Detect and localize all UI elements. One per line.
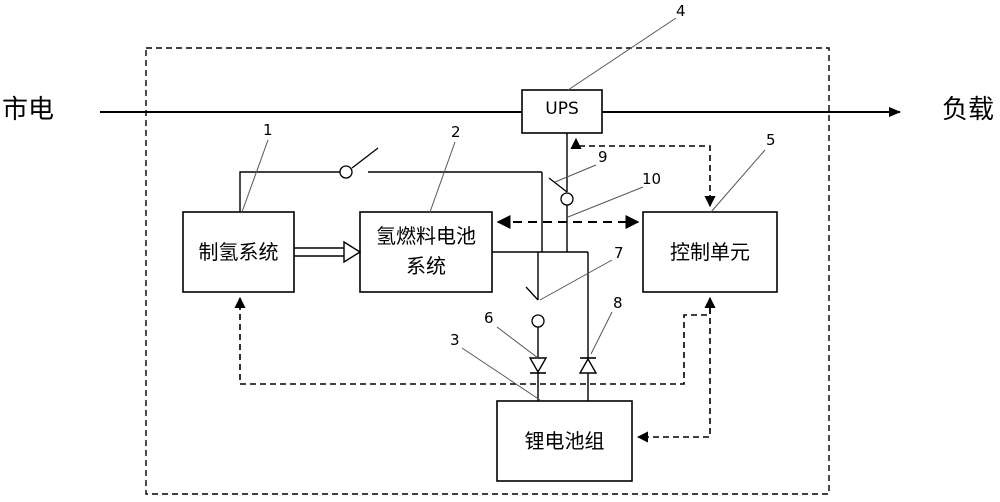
system-boundary: [145, 47, 830, 495]
load-label: 负载: [942, 95, 995, 125]
comm-control-battery: [636, 298, 711, 443]
callout-3: 3: [450, 331, 460, 349]
callout-7-leader: [539, 259, 613, 301]
switch-contact-9: [560, 192, 574, 206]
diode-6-icon: [528, 357, 548, 374]
callout-9-leader: [554, 164, 597, 183]
callout-4: 4: [676, 2, 686, 20]
fuel-cell-box: [359, 211, 493, 293]
callout-2: 2: [451, 123, 461, 141]
switch-blade-9: [548, 177, 568, 193]
hydrogen-flow-arrowhead: [343, 240, 362, 264]
switch-blade-1: [351, 147, 379, 169]
comm-ups-control: [570, 137, 716, 208]
fuel-cell-label-line2: 系统: [406, 254, 446, 278]
callout-2-leader: [429, 141, 456, 213]
production-switch-line: [239, 171, 341, 212]
lithium-battery-label: 锂电池组: [524, 429, 605, 453]
callout-1: 1: [263, 121, 273, 139]
callout-8-leader: [590, 311, 613, 355]
switch-contact-1: [339, 165, 353, 179]
callout-8: 8: [613, 294, 623, 312]
diode-8-icon: [578, 357, 598, 374]
callout-9: 9: [598, 148, 608, 166]
callout-6: 6: [484, 309, 494, 327]
comm-control-production: [234, 296, 716, 385]
switch-contact-7: [531, 314, 545, 328]
ups-label: UPS: [545, 99, 579, 119]
ups-box: [521, 89, 603, 134]
mains-label: 市电: [2, 95, 55, 125]
control-unit-box: [642, 211, 778, 293]
callout-10-leader: [567, 186, 644, 218]
control-unit-label: 控制单元: [670, 240, 750, 264]
callout-3-leader: [461, 347, 541, 401]
callout-5-leader: [710, 149, 766, 213]
callout-7: 7: [614, 244, 624, 262]
hydrogen-production-box: [182, 211, 295, 293]
switch-blade-7: [525, 286, 539, 301]
lithium-battery-box: [496, 400, 633, 482]
callout-10: 10: [642, 170, 662, 188]
callout-5: 5: [766, 131, 776, 149]
callout-1-leader: [241, 139, 269, 213]
callout-4-leader: [567, 17, 677, 91]
callout-6-leader: [496, 326, 539, 359]
fuel-cell-label-line1: 氢燃料电池: [376, 224, 476, 248]
hydrogen-production-label: 制氢系统: [198, 240, 279, 264]
